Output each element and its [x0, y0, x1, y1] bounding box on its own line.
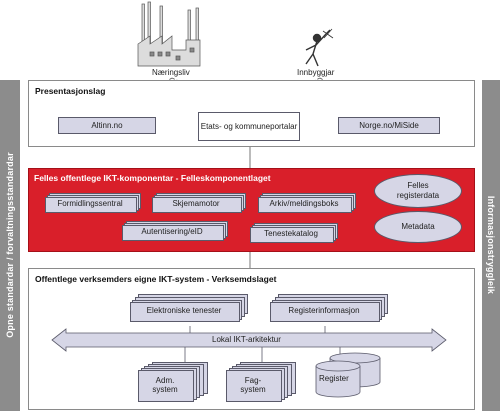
local-architecture-label: Lokal IKT-arkitektur	[212, 335, 281, 344]
elektroniske-tenester-label: Elektroniske tenester	[146, 306, 222, 316]
person-icon	[305, 28, 334, 67]
citizens-actor-label: Innbyggjar	[297, 68, 335, 77]
adm-system-label: Adm. system	[152, 375, 178, 394]
adm-system-stack: Adm. system	[138, 362, 210, 402]
fag-system-label: Fag- system	[240, 375, 266, 394]
presentation-layer-title: Presentasjonslag	[35, 86, 106, 96]
formidlingssentral-label: Formidlingssentral	[57, 199, 123, 209]
metadata-ellipse: Metadata	[374, 211, 462, 243]
arkiv-label: Arkiv/meldingsboks	[269, 199, 339, 209]
right-security-bar: Informasjonstryggleik	[482, 80, 500, 411]
registerinformasjon-label: Registerinformasjon	[288, 306, 360, 316]
left-standards-bar: Opne standardar / forvaltningsstandardar	[0, 80, 20, 411]
business-layer-title: Offentlege verksemders eigne IKT-system …	[35, 274, 277, 284]
elektroniske-tenester-stack: Elektroniske tenester	[130, 294, 250, 326]
formidlingssentral-stack: Formidlingssentral	[45, 193, 141, 217]
arkiv-stack: Arkiv/meldingsboks	[258, 193, 358, 217]
top-illustration	[105, 1, 389, 117]
common-components-title: Felles offentlege IKT-komponentar - Fell…	[34, 173, 271, 183]
tenestekatalog-label: Tenestekatalog	[264, 229, 318, 239]
factory-icon	[137, 1, 201, 67]
autentisering-stack: Autentisering/eID	[122, 221, 232, 245]
register-label: Register	[319, 374, 349, 383]
business-actor-label: Næringsliv	[152, 68, 190, 77]
tenestekatalog-stack: Tenestekatalog	[250, 223, 342, 245]
skjemamotor-stack: Skjemamotor	[152, 193, 248, 217]
fag-system-stack: Fag- system	[226, 362, 298, 402]
autentisering-label: Autentisering/eID	[141, 227, 203, 237]
felles-registerdata-label: Felles registerdata	[396, 181, 440, 200]
altinn-box: Altinn.no	[58, 117, 156, 134]
portals-box: Etats- og kommuneportalar	[198, 112, 300, 141]
felles-registerdata-ellipse: Felles registerdata	[374, 174, 462, 208]
metadata-label: Metadata	[401, 222, 435, 232]
registerinformasjon-stack: Registerinformasjon	[270, 294, 390, 326]
skjemamotor-label: Skjemamotor	[172, 199, 220, 209]
norge-box: Norge.no/MiSide	[338, 117, 440, 134]
